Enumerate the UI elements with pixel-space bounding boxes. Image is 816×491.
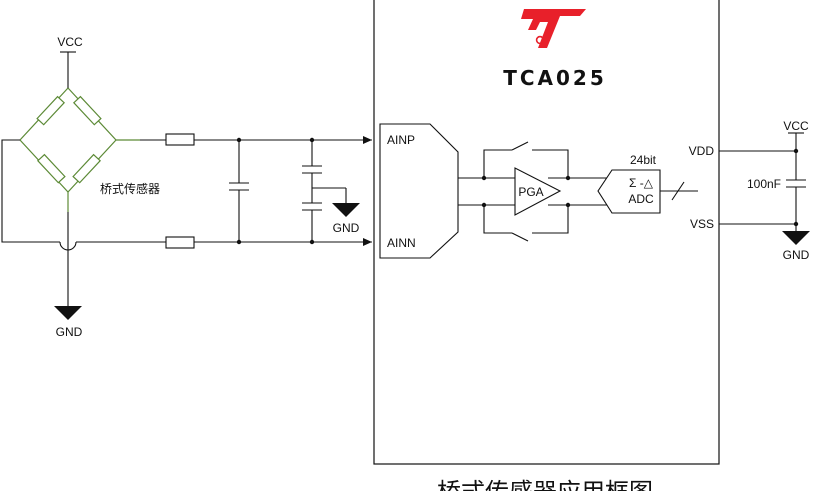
gnd-left-label: GND [56, 325, 83, 339]
vcc-left-label: VCC [57, 35, 83, 49]
resistor-top [165, 133, 195, 146]
tca-logo [521, 9, 586, 48]
node-dot [793, 148, 799, 154]
pga-label: PGA [518, 185, 543, 199]
sigma-delta-adc [597, 169, 661, 214]
node-dot [236, 239, 242, 245]
gnd-cap-symbol [332, 203, 360, 217]
adc-label-bottom: ADC [628, 192, 654, 206]
adc-input-wires [548, 177, 612, 206]
input-mux [379, 123, 459, 259]
bridge-left-loop [1, 139, 60, 243]
node-dot [565, 175, 571, 181]
ainp-label: AINP [387, 133, 415, 147]
bus-slash [671, 181, 685, 201]
node-dot [793, 221, 799, 227]
sensor-label: 桥式传感器 [100, 181, 160, 196]
adc-bits-label: 24bit [630, 153, 657, 167]
gnd-left-symbol [54, 306, 82, 320]
vdd-label: VDD [689, 144, 715, 158]
diagram-caption: 桥式传感器应用框图 [437, 478, 653, 491]
vss-label: VSS [690, 217, 714, 231]
diff-capacitor [229, 140, 249, 242]
pga-amplifier [514, 167, 562, 216]
adc-label-top: Σ -△ [629, 176, 654, 190]
chip-outline [373, 0, 720, 465]
cap-value-label: 100nF [747, 177, 781, 191]
node-dot [309, 137, 315, 143]
bridge-sensor [19, 87, 140, 212]
chip-name: TCA025 [503, 66, 607, 90]
cm-capacitors [302, 140, 347, 242]
resistor-bottom [165, 236, 195, 249]
node-dot [565, 202, 571, 208]
ainn-label: AINN [387, 236, 416, 250]
node-dot [236, 137, 242, 143]
vcc-right-label: VCC [783, 119, 809, 133]
bypass-switches [483, 141, 569, 242]
node-dot [309, 239, 315, 245]
gnd-right-label: GND [783, 248, 810, 262]
gnd-cap-label: GND [333, 221, 360, 235]
pga-input-wires [458, 177, 515, 206]
gnd-right-symbol [782, 231, 810, 245]
